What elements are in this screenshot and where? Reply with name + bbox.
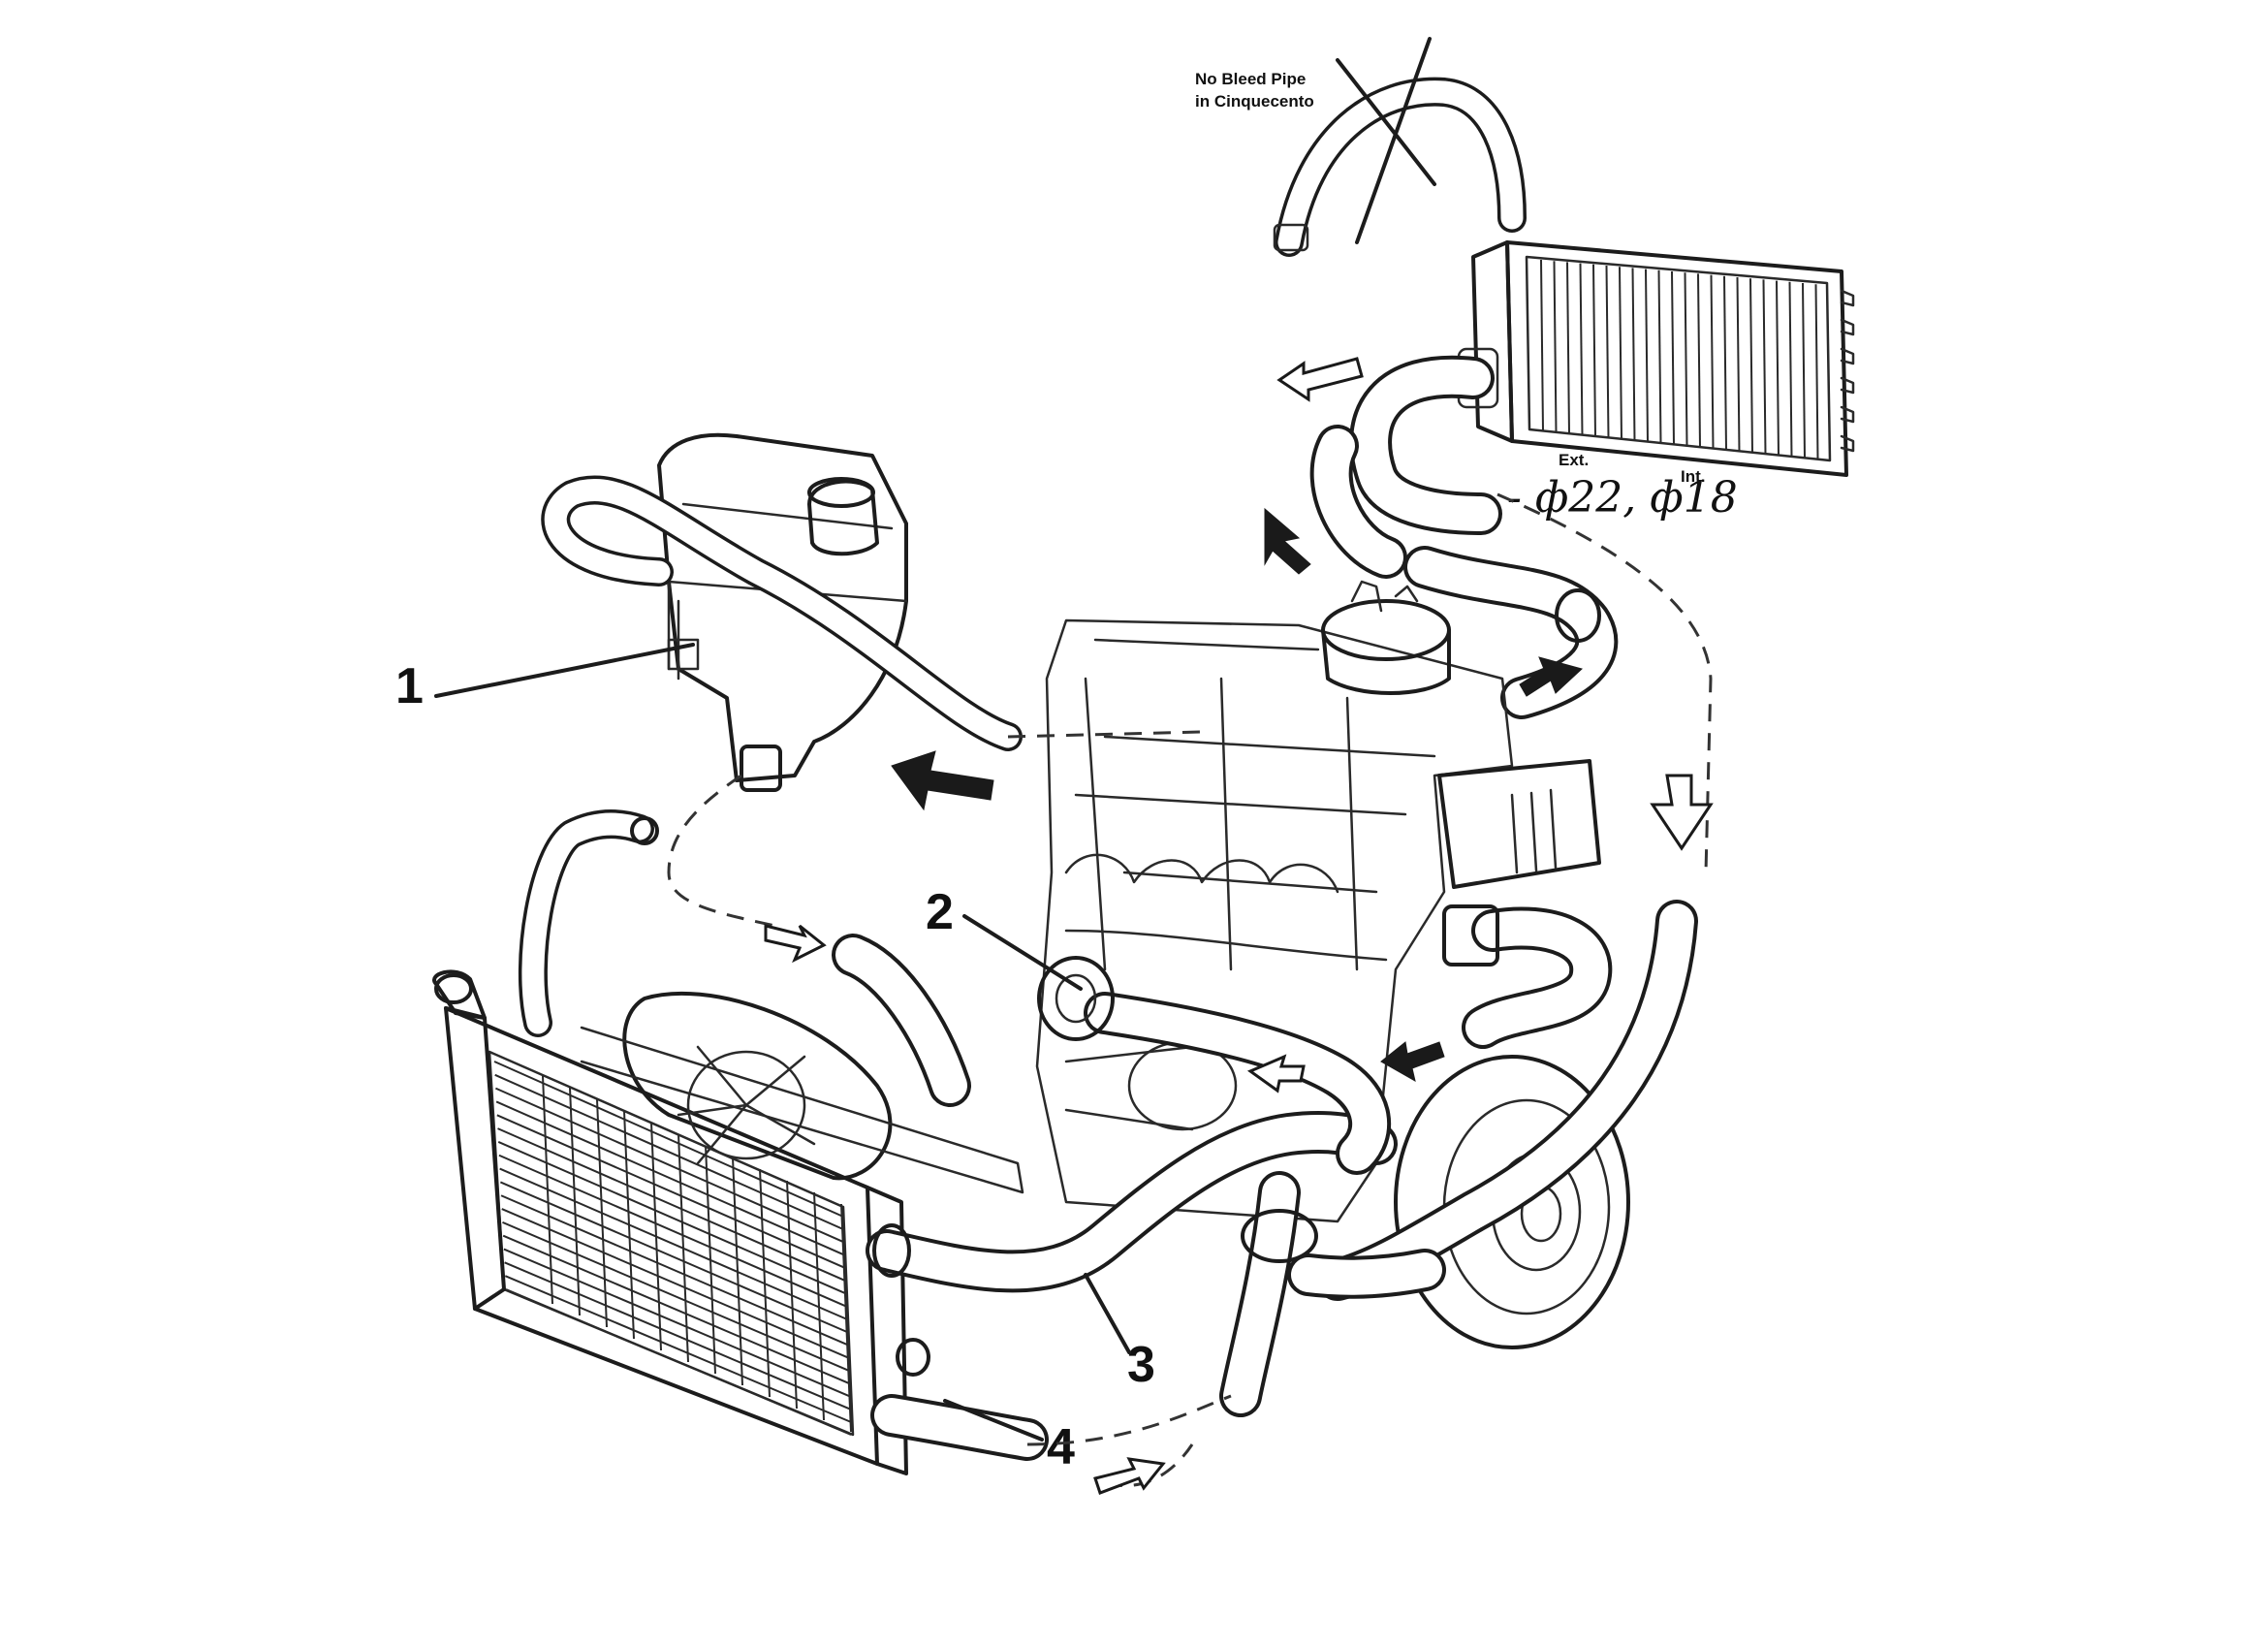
ext-label: Ext.	[1559, 451, 1589, 469]
pipe-diameter-note: Ext. Int. - ф22, ф18	[1507, 451, 1738, 523]
radiator-fin	[786, 1180, 798, 1410]
thermostat-hose	[1037, 956, 1391, 1175]
radiator-fin	[499, 1181, 848, 1334]
heater-fin	[1736, 276, 1741, 453]
radiator-fin	[493, 1061, 844, 1218]
radiator-fin	[503, 1248, 850, 1398]
heater-fin	[1566, 262, 1570, 434]
label-2-text: 2	[926, 884, 954, 940]
heater-fin	[1631, 268, 1636, 441]
label-4-text: 4	[1047, 1419, 1075, 1475]
flow-arrow-heater-out	[1276, 357, 1364, 402]
upper-hose	[866, 1111, 1398, 1293]
radiator-fin	[502, 1234, 850, 1384]
flow-arrow-engine-left	[1246, 1054, 1306, 1093]
radiator-fin	[494, 1073, 844, 1231]
expansion-tank	[657, 432, 908, 792]
heater-core	[1457, 240, 1855, 477]
radiator-fin	[505, 1288, 852, 1436]
flow-arrow-down	[1650, 774, 1714, 851]
tank-radiator-hose	[518, 809, 659, 1037]
bleed-pipe-note: No Bleed Pipe in Cinquecento	[1195, 70, 1314, 111]
fan-area-hose	[832, 934, 971, 1107]
label-2: 2	[926, 884, 1083, 991]
bleed-pipe	[1273, 37, 1527, 257]
cooling-fan	[580, 991, 1024, 1194]
radiator-fin	[542, 1075, 553, 1305]
flow-arrows	[764, 357, 1714, 1495]
diameter-values: - ф22, ф18	[1507, 473, 1738, 523]
radiator-fin	[759, 1168, 771, 1398]
flow-arrow-tank	[891, 750, 994, 811]
label-4: 4	[943, 1399, 1075, 1475]
radiator-fin	[732, 1157, 743, 1386]
bleed-note-line2: in Cinquecento	[1195, 92, 1314, 111]
label-3-text: 3	[1127, 1337, 1155, 1393]
flow-arrow-engine-right	[1519, 656, 1584, 697]
heater-fin	[1657, 269, 1662, 444]
radiator-fin	[497, 1127, 846, 1283]
radiator-fin	[496, 1114, 846, 1269]
heater-fin	[1802, 282, 1806, 460]
radiator-fin	[500, 1194, 849, 1347]
radiator-fin	[495, 1087, 845, 1244]
radiator-fin	[569, 1087, 581, 1316]
radiator-fin	[501, 1208, 849, 1359]
heater-fin	[1710, 274, 1715, 450]
radiator-fin	[504, 1275, 851, 1423]
radiator-fin	[705, 1145, 716, 1375]
flow-lines	[667, 492, 1713, 1488]
radiator-fin	[596, 1098, 608, 1328]
heater-fin	[1762, 279, 1767, 455]
radiator-fin	[840, 1203, 852, 1433]
heater-fin	[1814, 284, 1819, 460]
heater-fin	[1579, 263, 1584, 436]
radiator-fin	[677, 1133, 689, 1363]
heater-fin	[1776, 280, 1780, 457]
label-3: 3	[1084, 1273, 1155, 1393]
engine-block	[1035, 580, 1601, 1223]
flow-arrow-fan	[764, 924, 827, 964]
lower-hose	[870, 1338, 1049, 1461]
bypass-hose	[1442, 904, 1613, 1049]
heater-fin	[1540, 259, 1544, 432]
heater-fin	[1697, 273, 1701, 448]
label-1: 1	[395, 643, 695, 714]
heater-fin	[1671, 270, 1675, 446]
heater-fin	[1645, 269, 1649, 443]
tee-junction	[1219, 1171, 1446, 1417]
radiator-fin	[497, 1141, 847, 1295]
flow-arrow-heater-up	[1264, 507, 1311, 575]
heater-fin	[1749, 278, 1753, 454]
radiator-fin	[504, 1261, 851, 1410]
radiator-fin	[499, 1167, 848, 1320]
radiator-fin	[495, 1100, 845, 1256]
heater-fin	[1592, 264, 1596, 437]
radiator-fin	[502, 1220, 850, 1372]
radiator-fin	[498, 1154, 847, 1308]
tank-return-hose	[541, 475, 1023, 751]
radiator-fin	[623, 1110, 635, 1340]
heater-fin	[1605, 265, 1610, 439]
heater-fin	[1788, 281, 1793, 458]
heater-fin	[1723, 275, 1727, 451]
bleed-note-line1: No Bleed Pipe	[1195, 70, 1306, 88]
flow-arrow-engine-lower	[1380, 1041, 1445, 1083]
label-1-text: 1	[395, 658, 424, 714]
radiator-fin	[650, 1122, 662, 1351]
int-label: Int.	[1681, 467, 1706, 486]
flow-arrow-bottom	[1093, 1457, 1166, 1495]
heater-hoses	[1309, 355, 1619, 719]
heater-fin	[1684, 272, 1688, 447]
heater-fin	[1619, 267, 1622, 440]
heater-fin	[1553, 261, 1558, 433]
radiator-fin	[813, 1191, 825, 1421]
